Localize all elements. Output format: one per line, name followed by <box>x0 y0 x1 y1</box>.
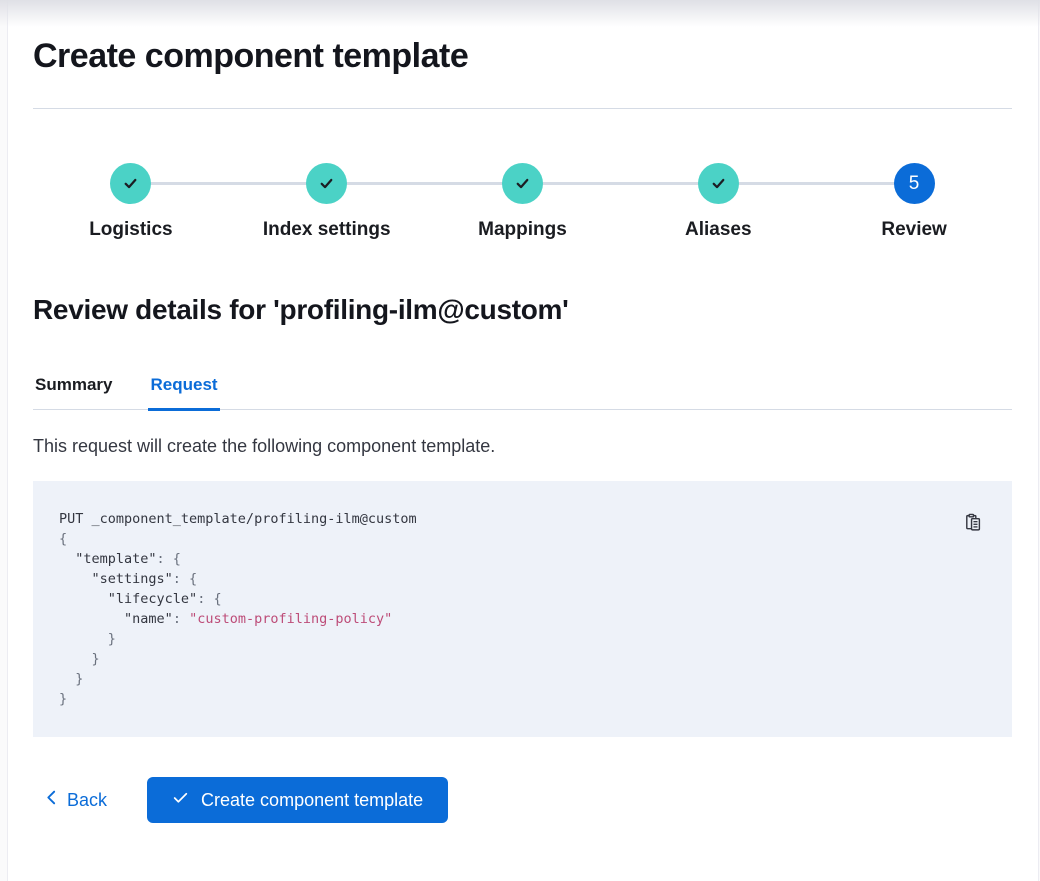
request-description: This request will create the following c… <box>33 436 496 456</box>
step-label: Logistics <box>89 219 173 240</box>
request-code: PUT _component_template/profiling-ilm@cu… <box>59 509 986 709</box>
code-line: PUT _component_template/profiling-ilm@cu… <box>59 511 417 527</box>
step-label: Review <box>881 219 947 240</box>
step-mappings[interactable]: Mappings <box>425 163 621 241</box>
step-aliases[interactable]: Aliases <box>620 163 816 241</box>
step-check-icon <box>110 163 152 204</box>
create-button-label: Create component template <box>201 789 424 810</box>
step-check-icon <box>306 163 348 204</box>
step-label: Index settings <box>262 219 391 240</box>
tab-request[interactable]: Request <box>148 375 220 411</box>
code-line: "settings": { <box>91 571 198 587</box>
check-icon <box>172 789 189 811</box>
step-label: Mappings <box>478 219 567 240</box>
copy-clipboard-icon <box>963 513 982 535</box>
step-check-icon <box>697 163 739 204</box>
code-line: { <box>59 531 68 547</box>
copy-to-clipboard-button[interactable] <box>963 513 982 532</box>
create-component-template-page: Create component template Logistics Index… <box>8 0 1040 823</box>
step-index-settings[interactable]: Index settings <box>229 163 425 241</box>
chevron-left-icon <box>45 789 58 811</box>
code-line: "template": { <box>75 551 181 567</box>
code-line: } <box>59 671 84 687</box>
code-line: } <box>59 631 116 647</box>
back-button[interactable]: Back <box>45 789 107 811</box>
step-number: 5 <box>893 163 935 204</box>
request-code-block: PUT _component_template/profiling-ilm@cu… <box>33 481 1012 737</box>
back-button-label: Back <box>67 789 108 810</box>
code-line: } <box>59 691 68 707</box>
page-edge-left <box>0 0 8 881</box>
page-edge-right <box>1038 0 1040 881</box>
code-line: "lifecycle": { <box>107 591 222 607</box>
page-title: Create component template <box>33 37 469 75</box>
review-heading: Review details for 'profiling-ilm@custom… <box>33 294 569 325</box>
title-divider <box>33 108 1012 109</box>
step-label: Aliases <box>685 219 752 240</box>
tab-summary[interactable]: Summary <box>33 375 114 411</box>
step-logistics[interactable]: Logistics <box>33 163 229 241</box>
footer-actions: Back Create component template <box>33 777 1012 823</box>
step-check-icon <box>501 163 543 204</box>
code-line: "name": "custom-profiling-policy" <box>124 611 393 627</box>
create-component-template-button[interactable]: Create component template <box>147 777 449 823</box>
code-line: } <box>59 651 100 667</box>
review-tabs: Summary Request <box>33 375 1012 411</box>
